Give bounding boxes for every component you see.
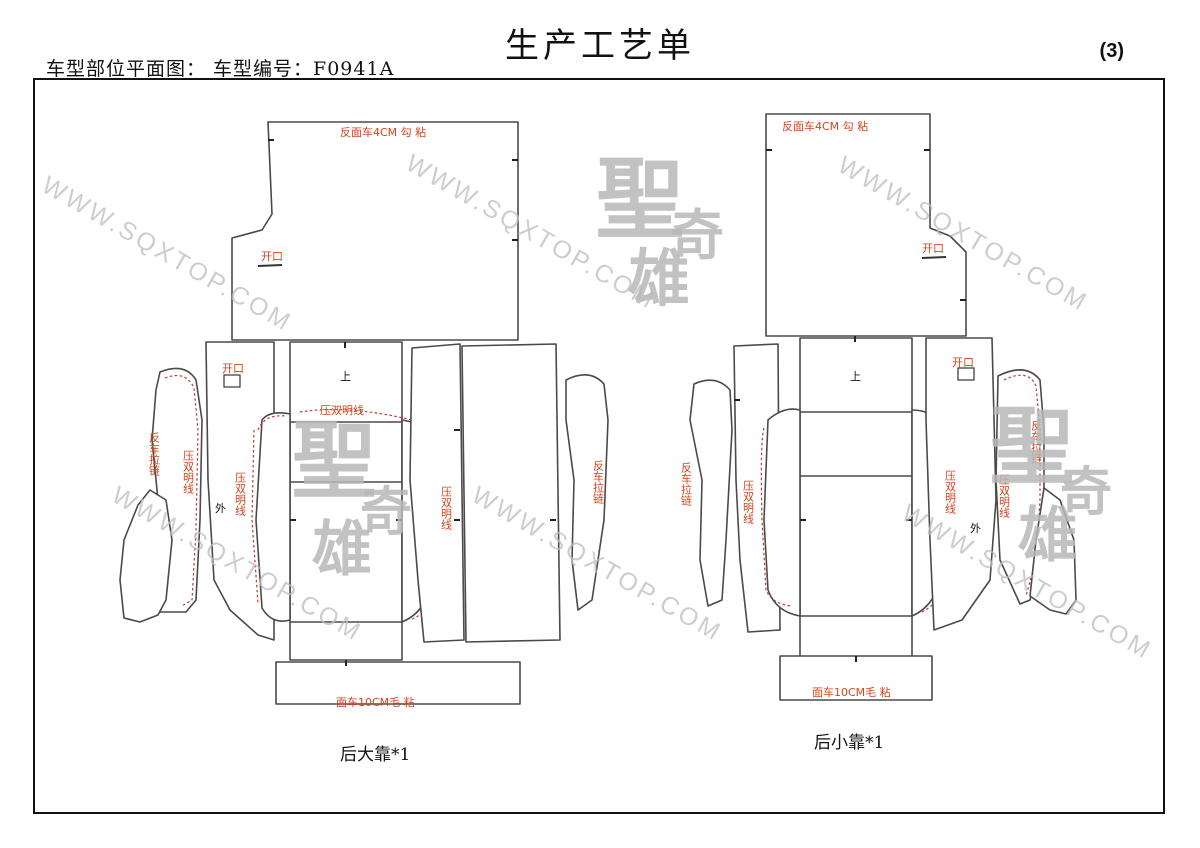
right-label-bottom: 面车10CM毛 粘 bbox=[812, 685, 891, 699]
left-label-zip-left: 反车拉链 bbox=[148, 432, 161, 476]
left-top-panel bbox=[231, 121, 519, 341]
right-label-seam-a: 压双明线 bbox=[742, 480, 755, 524]
left-label-seam-a: 压双明线 bbox=[182, 450, 195, 494]
svg-text:聖: 聖 bbox=[292, 411, 376, 510]
right-label-zip-left: 反车拉链 bbox=[680, 462, 693, 506]
svg-text:奇: 奇 bbox=[1060, 462, 1112, 523]
svg-text:聖: 聖 bbox=[596, 147, 684, 251]
right-label-opening-1: 开口 bbox=[922, 242, 944, 255]
right-right-bolster bbox=[995, 369, 1045, 605]
svg-text:奇: 奇 bbox=[360, 482, 412, 543]
right-label-seam-c: 压双明线 bbox=[998, 474, 1011, 518]
svg-text:聖: 聖 bbox=[990, 397, 1074, 496]
left-label-opening-1: 开口 bbox=[261, 250, 283, 263]
left-side-strip-a bbox=[205, 341, 275, 641]
right-label-seam-b: 压双明线 bbox=[944, 470, 957, 514]
watermark-logo-1: 聖 奇 雄 bbox=[596, 147, 724, 315]
right-label-opening-2: 开口 bbox=[952, 356, 974, 369]
left-wing bbox=[119, 489, 173, 623]
page-title: 生产工艺单 bbox=[505, 26, 695, 66]
right-right-strip bbox=[925, 337, 997, 631]
left-label-seam-top: 压双明线 bbox=[320, 403, 364, 417]
svg-text:雄: 雄 bbox=[628, 242, 690, 315]
left-label-opening-2: 开口 bbox=[222, 362, 244, 375]
right-label-outside: 外 bbox=[970, 522, 981, 535]
left-label-bottom: 面车10CM毛 粘 bbox=[336, 695, 415, 709]
left-bottom-strip bbox=[275, 661, 521, 705]
right-inner-curve-l bbox=[763, 408, 801, 617]
watermark-logo-2: 聖 奇 雄 bbox=[292, 411, 412, 585]
left-right-panel bbox=[461, 343, 561, 643]
right-top-panel bbox=[765, 113, 967, 337]
right-label-up: 上 bbox=[850, 370, 861, 383]
right-wing bbox=[1029, 487, 1077, 615]
right-label-zip-right: 反车拉链 bbox=[1030, 420, 1043, 464]
page-number: (3) bbox=[1099, 40, 1124, 62]
left-label-up: 上 bbox=[340, 370, 351, 383]
drawing-frame bbox=[33, 78, 1165, 814]
right-left-bolster bbox=[689, 379, 733, 607]
model-subtitle: 车型部位平面图： 车型编号：F0941A bbox=[46, 58, 395, 80]
right-caption: 后小靠*1 bbox=[814, 733, 884, 753]
svg-text:雄: 雄 bbox=[1018, 501, 1078, 571]
svg-text:雄: 雄 bbox=[312, 515, 372, 585]
right-label-top: 反面车4CM 勾 粘 bbox=[782, 119, 868, 133]
left-inner-curve bbox=[255, 412, 291, 622]
left-pattern-group: 反面车4CM 勾 粘 开口 开口 上 压双明线 反车拉链 压双明线 压双明线 压… bbox=[119, 121, 609, 765]
left-label-seam-c: 压双明线 bbox=[440, 486, 453, 530]
svg-text:奇: 奇 bbox=[670, 203, 724, 267]
left-side-strip-b bbox=[409, 343, 465, 643]
right-center-panel bbox=[799, 337, 913, 659]
left-label-top: 反面车4CM 勾 粘 bbox=[340, 125, 426, 139]
left-label-outside: 外 bbox=[215, 502, 226, 515]
left-label-seam-b: 压双明线 bbox=[234, 472, 247, 516]
left-caption: 后大靠*1 bbox=[340, 745, 410, 765]
watermark-logo-3: 聖 奇 雄 bbox=[990, 397, 1112, 571]
left-zip-bolster bbox=[565, 374, 609, 611]
left-label-zip-right: 反车拉链 bbox=[592, 460, 605, 504]
right-pattern-group: 反面车4CM 勾 粘 开口 开口 上 反车拉链 压双明线 压双明线 压双明线 外… bbox=[680, 113, 1077, 753]
